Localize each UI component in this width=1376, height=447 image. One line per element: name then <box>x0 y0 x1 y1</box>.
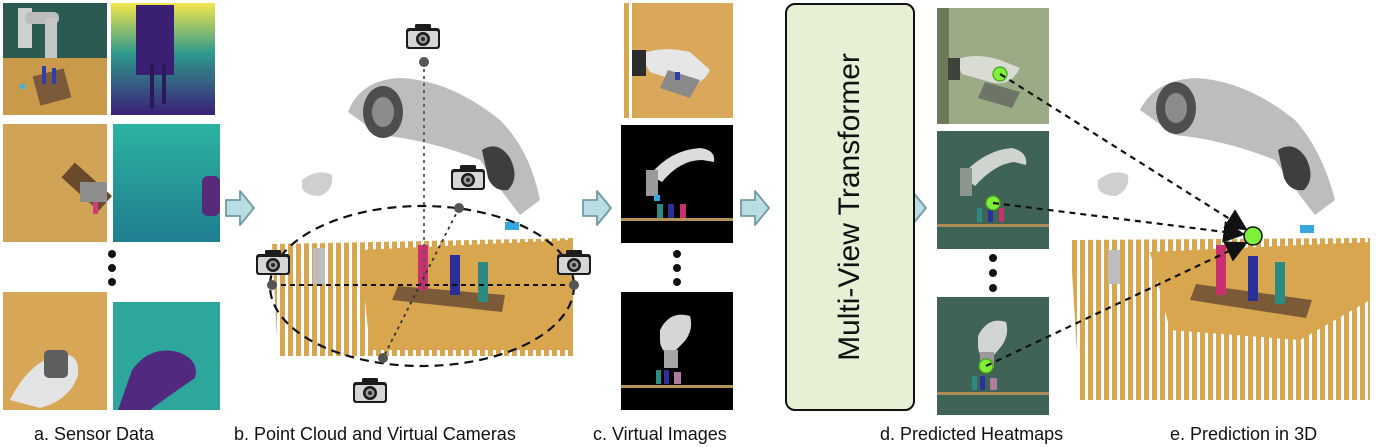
rgb-view-side <box>3 124 113 242</box>
prediction-table <box>1070 238 1370 400</box>
depth-view-front <box>111 3 215 115</box>
heatmap-view-top <box>937 8 1049 124</box>
rgb-view-wrist <box>3 292 107 410</box>
multi-view-transformer-box: Multi-View Transformer <box>785 3 915 411</box>
predicted-heatmaps-panel <box>937 8 1049 415</box>
camera-icon <box>406 24 440 49</box>
prediction-3d-panel <box>1070 78 1370 400</box>
arrow-right-icon <box>225 190 255 226</box>
transformer-label: Multi-View Transformer <box>833 53 866 361</box>
projection-arrows <box>985 73 1248 367</box>
virtual-view-top <box>621 3 733 118</box>
point-cloud-robot <box>302 78 540 230</box>
vertical-ellipsis-icon <box>989 254 997 292</box>
depth-view-side <box>113 124 220 242</box>
caption-virtual-images: c. Virtual Images <box>593 424 727 444</box>
heatmap-view-side <box>937 297 1049 415</box>
point-cloud-table <box>272 238 575 356</box>
vertical-ellipsis-icon <box>108 250 116 286</box>
caption-predicted-heatmaps: d. Predicted Heatmaps <box>880 424 1064 444</box>
virtual-camera-rig <box>267 57 579 368</box>
camera-icon <box>451 165 485 190</box>
virtual-view-front <box>621 125 733 243</box>
depth-view-wrist <box>113 292 220 410</box>
vertical-ellipsis-icon <box>673 250 681 286</box>
point-cloud-panel <box>256 24 591 403</box>
sensor-data-panel <box>3 3 220 410</box>
camera-icon <box>353 378 387 403</box>
rgb-view-front <box>3 3 107 115</box>
arrow-right-icon <box>582 190 612 226</box>
heatmap-view-front <box>937 131 1049 249</box>
arrow-right-icon <box>740 190 770 226</box>
prediction-robot <box>1098 78 1335 233</box>
caption-prediction-3d: e. Prediction in 3D <box>1170 424 1318 444</box>
virtual-images-panel <box>621 3 733 410</box>
caption-point-cloud: b. Point Cloud and Virtual Cameras <box>234 424 516 444</box>
predicted-3d-point <box>1243 226 1263 246</box>
caption-sensor-data: a. Sensor Data <box>34 424 155 444</box>
virtual-view-side <box>621 292 733 410</box>
